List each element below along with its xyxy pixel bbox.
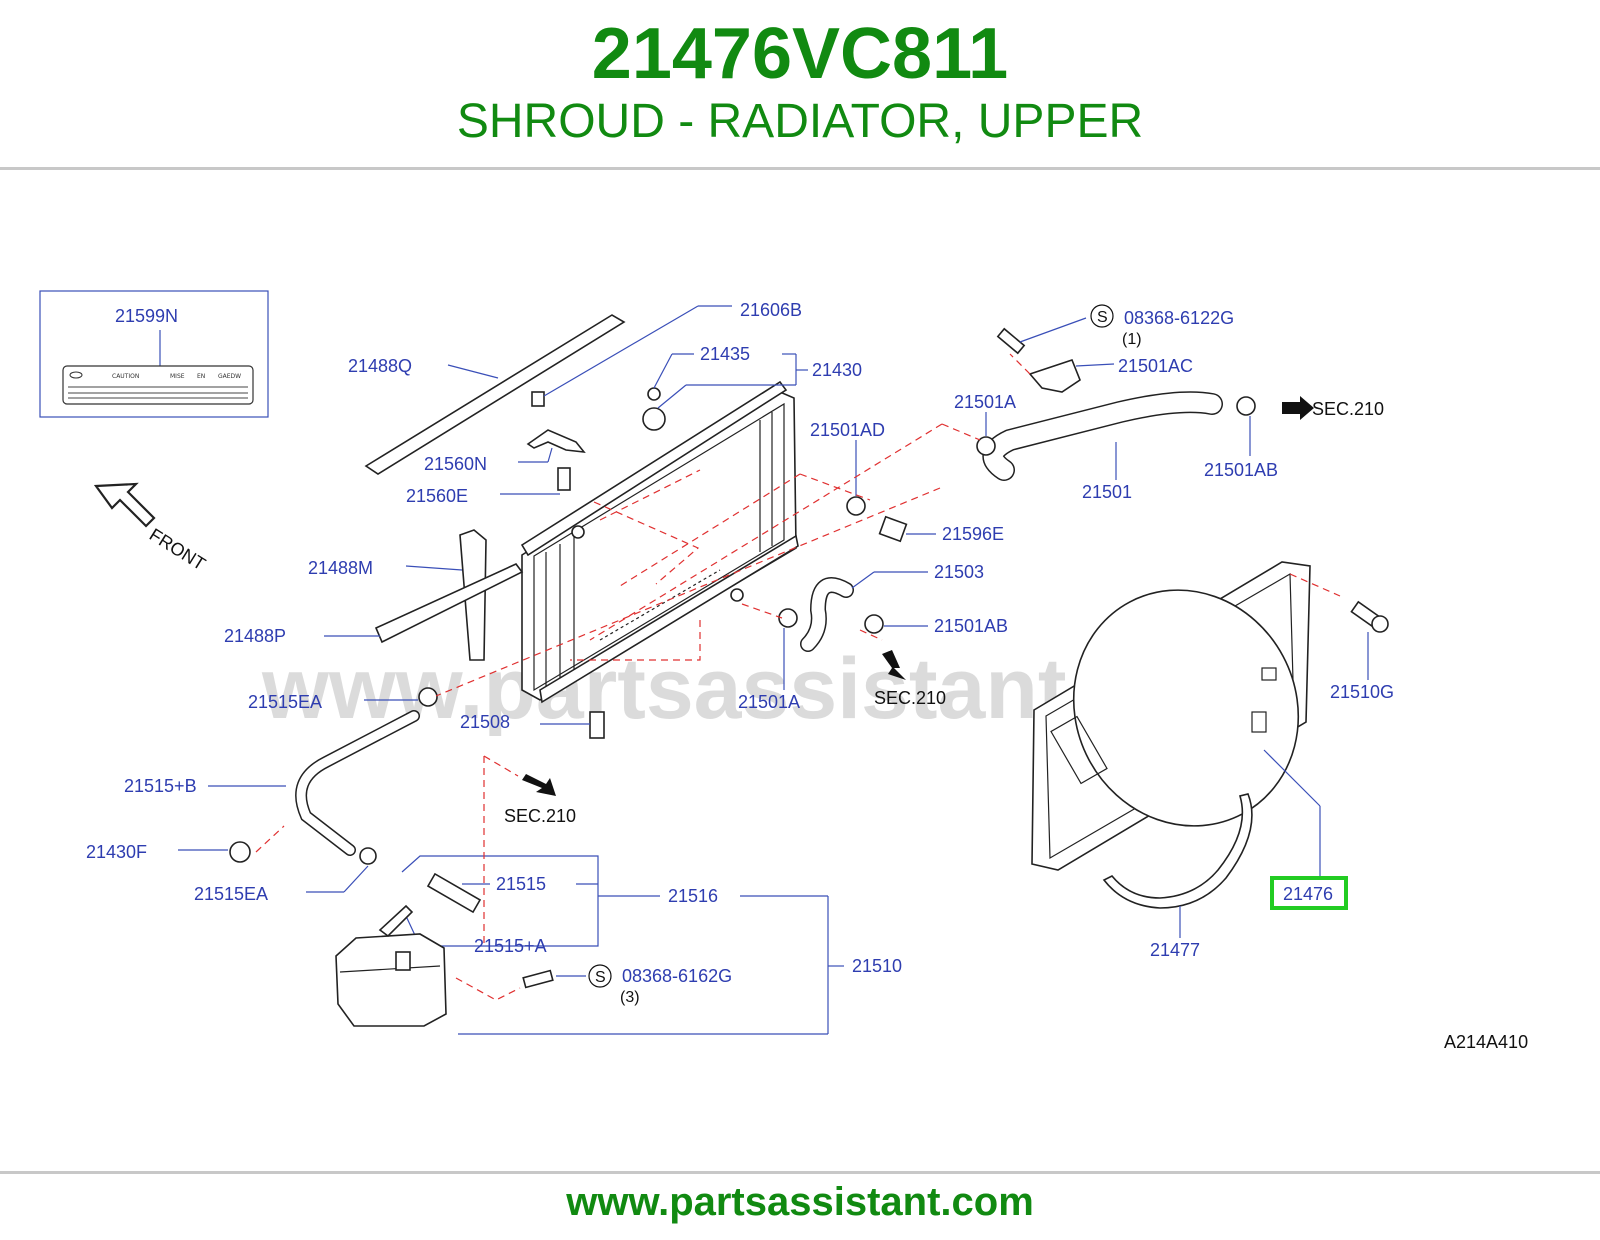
part-label-21501[interactable]: 21501 [1082,482,1132,502]
part-label-21515A[interactable]: 21515+A [474,936,547,956]
sec-arrow-mid-icon [882,650,906,680]
part-label-21515EA-top[interactable]: 21515EA [248,692,322,712]
s-symbol-top-icon [1090,304,1114,328]
mount-icon [557,467,571,491]
hose-clamp-icon [418,687,438,707]
label-en: EN [197,373,205,380]
part-label-21606B[interactable]: 21606B [740,300,802,320]
clamp-21501AB-top-icon [1236,396,1256,416]
reservoir-cap-icon [229,841,251,863]
part-label-21488Q[interactable]: 21488Q [348,356,412,376]
caution-label-icon [62,365,254,405]
part-label-21501AB-top[interactable]: 21501AB [1204,460,1278,480]
part-label-21501A-mid[interactable]: 21501A [738,692,800,712]
reservoir-tank-icon [335,904,447,1027]
tube-icon [426,872,482,914]
clamp-21501AB-mid-icon [864,614,884,634]
hose-clamp-bottom-icon [359,847,377,865]
bolt-top-icon [996,327,1026,355]
part-label-21508[interactable]: 21508 [460,712,510,732]
radiator-cap-icon [642,407,666,431]
sec-arrow-bottom-icon [522,774,556,796]
part-label-21516[interactable]: 21516 [668,886,718,906]
front-arrow-icon: FRONT [93,482,209,574]
seal-21488P-icon [374,563,524,644]
fan-ring-icon [1102,793,1253,909]
part-label-08368-6122G[interactable]: 08368-6122G [1124,308,1234,328]
cap-seal-icon [647,387,661,401]
part-label-21515[interactable]: 21515 [496,874,546,894]
clamp-21501AD-icon [846,496,866,516]
s-symbol-top: S [1097,309,1108,326]
part-label-21488P[interactable]: 21488P [224,626,286,646]
part-label-21599N[interactable]: 21599N [115,306,178,326]
part-label-21515B[interactable]: 21515+B [124,776,197,796]
label-mise: MISE [170,373,185,380]
part-label-21501AD[interactable]: 21501AD [810,420,885,440]
part-label-21501AB-mid[interactable]: 21501AB [934,616,1008,636]
clamp-21501A-top-icon [976,436,996,456]
part-label-08368-6162G[interactable]: 08368-6162G [622,966,732,986]
qty-bottom: (3) [620,989,640,1006]
part-label-21488M[interactable]: 21488M [308,558,373,578]
header-divider [0,167,1600,170]
part-label-21501AC[interactable]: 21501AC [1118,356,1193,376]
cap-21596E-icon [878,515,908,543]
clamp-21501A-mid-icon [778,608,798,628]
bolt-icon [522,969,554,989]
bracket-21501AC-icon [1028,359,1081,393]
seal-strip-21488Q [364,314,626,475]
sec-arrow-top-icon [1282,396,1314,420]
part-label-21477[interactable]: 21477 [1150,940,1200,960]
s-symbol-icon [588,964,612,988]
sec-ref-top[interactable]: SEC.210 [1312,399,1384,419]
footer-divider [0,1171,1600,1174]
page-subtitle: SHROUD - RADIATOR, UPPER [456,95,1144,148]
assembly-dashed-lines [255,353,1341,1001]
sec-ref-bottom[interactable]: SEC.210 [504,806,576,826]
part-label-21510G[interactable]: 21510G [1330,682,1394,702]
part-label-21560E[interactable]: 21560E [406,486,468,506]
footer-site[interactable]: www.partsassistant.com [566,1180,1034,1224]
bracket-icon [526,429,586,454]
part-label-21435[interactable]: 21435 [700,344,750,364]
label-box: 21599N CAUTION MISE EN GAEDW [39,290,269,418]
diagram-code: A214A410 [1444,1032,1528,1052]
part-label-21430F[interactable]: 21430F [86,842,147,862]
highlight-box-21476 [1270,876,1348,910]
part-label-21503[interactable]: 21503 [934,562,984,582]
fan-shroud-icon [1031,561,1311,871]
part-label-21501A-top[interactable]: 21501A [954,392,1016,412]
part-label-21596E[interactable]: 21596E [942,524,1004,544]
part-label-21560N[interactable]: 21560N [424,454,487,474]
drain-plug-icon [589,711,605,739]
bushing-icon [531,391,545,407]
label-caution: CAUTION [112,373,139,380]
front-label: FRONT [146,524,209,574]
page-title: 21476VC811 [591,14,1009,94]
part-label-21515EA-bottom[interactable]: 21515EA [194,884,268,904]
s-symbol-bottom: S [595,969,606,986]
part-label-21476[interactable]: 21476 [1283,884,1333,904]
label-gaedw: GAEDW [218,373,241,380]
part-label-21430[interactable]: 21430 [812,360,862,380]
part-label-21510[interactable]: 21510 [852,956,902,976]
qty-top: (1) [1122,331,1142,348]
sec-ref-mid[interactable]: SEC.210 [874,688,946,708]
